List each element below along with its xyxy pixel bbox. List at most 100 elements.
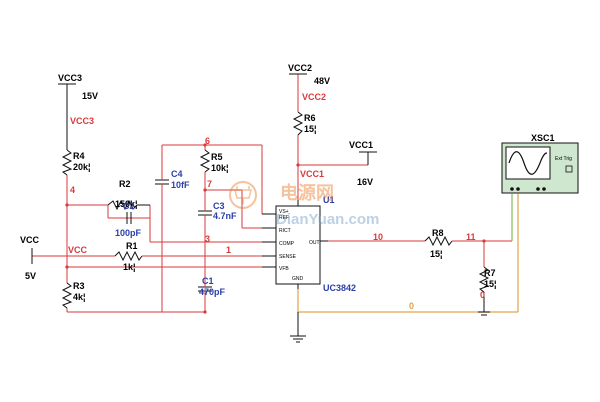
c2-ref: C2	[123, 201, 135, 211]
junction-bottom	[203, 310, 207, 314]
watermark-plug-icon	[229, 181, 257, 209]
net-label-0: 0	[409, 301, 414, 311]
resistor-r1[interactable]: R1 1k¦	[114, 241, 143, 272]
r4-value: 20k¦	[73, 162, 91, 172]
watermark-en-text: DianYuan.com	[276, 211, 379, 228]
pin-vfb-label: VFB	[279, 266, 289, 272]
vcc2-value: 48V	[314, 76, 330, 86]
r7-zigzag	[478, 266, 490, 293]
vcc2-label: VCC2	[288, 63, 312, 73]
c1-value: 470pF	[199, 287, 226, 297]
net-label-10: 10	[373, 232, 383, 242]
vcc1-value: 16V	[357, 177, 373, 187]
r5-value: 10k¦	[211, 163, 229, 173]
r6-ref: R6	[304, 113, 316, 123]
r1-value: 1k¦	[123, 262, 136, 272]
watermark-cn-text: 电源网	[280, 182, 334, 204]
source-vcc3[interactable]: VCC3 15V VCC3	[58, 73, 98, 126]
ground-symbol-main	[290, 335, 306, 343]
pin-gnd-label: GND	[292, 276, 304, 282]
r6-zigzag	[292, 111, 304, 136]
c3-value: 4.7nF	[213, 211, 237, 221]
ic-u1[interactable]: U1 UC3842 VS+ REF RICT COMP SENSE VFB OU…	[262, 195, 356, 293]
u1-part: UC3842	[323, 283, 356, 293]
r8-ref: R8	[432, 228, 444, 238]
resistor-r6[interactable]: R6 15¦	[292, 111, 317, 136]
ground-symbol-r7	[478, 311, 490, 316]
u1-body	[275, 205, 321, 285]
vcc-value: 5V	[25, 271, 36, 281]
xsc1-ground-terminal-b	[542, 187, 546, 191]
pin-rict-label: RICT	[279, 228, 291, 234]
resistor-r8[interactable]: R8 15¦	[424, 228, 453, 259]
capacitor-c4[interactable]: C4 10fF	[155, 169, 190, 190]
junction-net11	[482, 239, 486, 243]
net-label-3: 3	[205, 234, 210, 244]
c3-ref: C3	[213, 201, 225, 211]
oscilloscope-xsc1[interactable]: XSC1 Ext Trig	[501, 133, 579, 194]
junction-node7	[203, 188, 207, 192]
xsc1-ground-terminal-a	[516, 187, 520, 191]
vcc3-value: 15V	[82, 91, 98, 101]
vcc-net-label: VCC	[68, 245, 88, 255]
net-labels: 4 1 3 6 7 10 11 0	[70, 136, 485, 300]
vcc-label: VCC	[20, 235, 40, 245]
r8-value: 15¦	[430, 249, 443, 259]
resistor-r3[interactable]: R3 4k¦	[61, 281, 86, 309]
r2-value: 150k¦	[115, 199, 138, 209]
junctions	[65, 143, 486, 314]
pin-out-label: OUT	[309, 240, 320, 246]
c4-value: 10fF	[171, 180, 190, 190]
vcc1-label: VCC1	[349, 140, 373, 150]
pin-comp-label: COMP	[279, 241, 295, 247]
capacitor-c3[interactable]: C3 4.7nF	[198, 201, 237, 221]
vcc3-label: VCC3	[58, 73, 82, 83]
sine-wave-icon	[508, 151, 548, 175]
resistor-r7[interactable]: R7 15¦	[478, 266, 497, 293]
source-vcc[interactable]: VCC 5V VCC	[20, 235, 88, 281]
xsc1-screen	[505, 146, 551, 180]
r8-zigzag	[424, 235, 453, 247]
r2-zigzag	[107, 199, 150, 211]
xsc1-trig-terminal	[565, 165, 573, 173]
vcc1-net-label: VCC1	[300, 169, 324, 179]
r2-ref: R2	[119, 179, 131, 189]
watermark-plug-shape	[234, 186, 252, 204]
xsc1-channel-b-terminal	[536, 187, 540, 191]
r7-ref: R7	[484, 268, 496, 278]
net-label-7: 7	[207, 179, 212, 189]
r7-value: 15¦	[484, 279, 497, 289]
source-vcc1[interactable]: VCC1 16V VCC1	[300, 140, 377, 187]
r1-zigzag	[114, 250, 143, 262]
u1-ref: U1	[323, 195, 335, 205]
pin-vs-label: VS+	[279, 209, 289, 215]
junction-vcc1	[296, 163, 300, 167]
r5-ref: R5	[211, 152, 223, 162]
r3-ref: R3	[73, 281, 85, 291]
source-vcc2[interactable]: VCC2 48V VCC2	[288, 63, 330, 102]
net-label-0-r7: 0	[480, 290, 485, 300]
c1-ref: C1	[202, 276, 214, 286]
xsc1-ext-trig-label: Ext Trig	[555, 156, 572, 162]
net-label-6: 6	[205, 136, 210, 146]
xsc1-channel-a-terminal	[510, 187, 514, 191]
r3-zigzag	[61, 282, 73, 309]
wires	[32, 74, 519, 336]
net-label-4: 4	[70, 185, 75, 195]
r4-ref: R4	[73, 151, 85, 161]
r3-value: 4k¦	[73, 292, 86, 302]
capacitor-c2[interactable]: C2 100pF	[115, 201, 142, 238]
capacitor-c1[interactable]: C1 470pF	[198, 276, 226, 298]
xsc1-ref: XSC1	[531, 133, 555, 143]
r1-ref: R1	[126, 241, 138, 251]
vcc3-net-label: VCC3	[70, 116, 94, 126]
pin-ref-label: REF	[279, 215, 289, 221]
junction-node4	[65, 203, 69, 207]
r5-zigzag	[199, 149, 211, 173]
watermark-logo: 电源网 DianYuan.com	[229, 181, 379, 228]
c2-value: 100pF	[115, 228, 142, 238]
resistor-r2[interactable]: R2 150k¦	[107, 179, 150, 211]
resistor-r4[interactable]: R4 20k¦	[61, 149, 91, 176]
resistor-r5[interactable]: R5 10k¦	[199, 149, 229, 173]
